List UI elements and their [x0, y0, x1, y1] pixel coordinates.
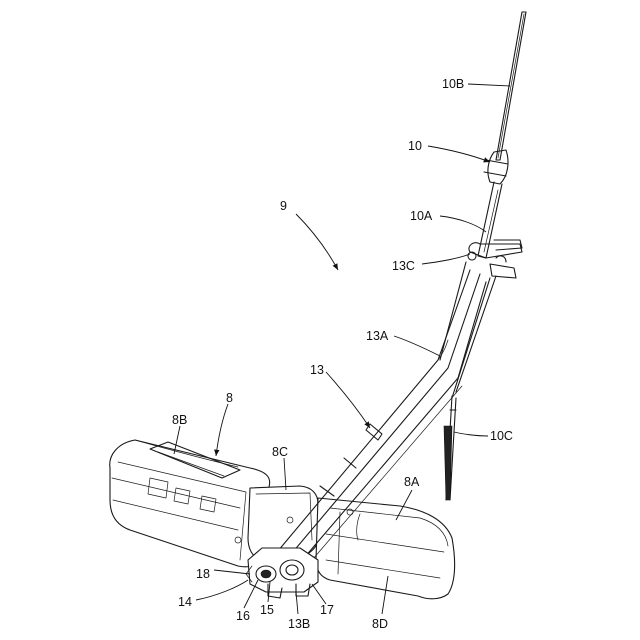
body-left-section — [110, 440, 270, 567]
leader-14 — [196, 580, 248, 600]
label-8: 8 — [226, 391, 233, 405]
leader-10B — [468, 84, 510, 86]
label-13B: 13B — [288, 617, 310, 631]
label-8A: 8A — [404, 475, 420, 489]
leader-10 — [428, 146, 490, 162]
leader-9 — [296, 214, 338, 270]
label-15: 15 — [260, 603, 274, 617]
label-13: 13 — [310, 363, 324, 377]
leader-10A — [440, 216, 486, 232]
label-16: 16 — [236, 609, 250, 623]
leader-18 — [214, 570, 250, 574]
leader-17 — [312, 584, 326, 604]
label-8B: 8B — [172, 413, 187, 427]
label-10C: 10C — [490, 429, 513, 443]
label-8C: 8C — [272, 445, 288, 459]
label-9: 9 — [280, 199, 287, 213]
leader-10C — [454, 432, 488, 436]
label-8D: 8D — [372, 617, 388, 631]
label-13C: 13C — [392, 259, 415, 273]
leader-13B — [296, 592, 298, 614]
label-14: 14 — [178, 595, 192, 609]
base-joint — [246, 548, 318, 598]
label-10: 10 — [408, 139, 422, 153]
leader-13 — [326, 372, 370, 428]
leader-13A — [394, 336, 440, 356]
label-18: 18 — [196, 567, 210, 581]
label-17: 17 — [320, 603, 334, 617]
label-10B: 10B — [442, 77, 464, 91]
label-13A: 13A — [366, 329, 389, 343]
leader-13C — [422, 254, 470, 264]
body-right-section — [316, 498, 455, 599]
leader-8 — [216, 404, 228, 456]
leader-8C — [284, 458, 286, 490]
label-10A: 10A — [410, 209, 433, 223]
